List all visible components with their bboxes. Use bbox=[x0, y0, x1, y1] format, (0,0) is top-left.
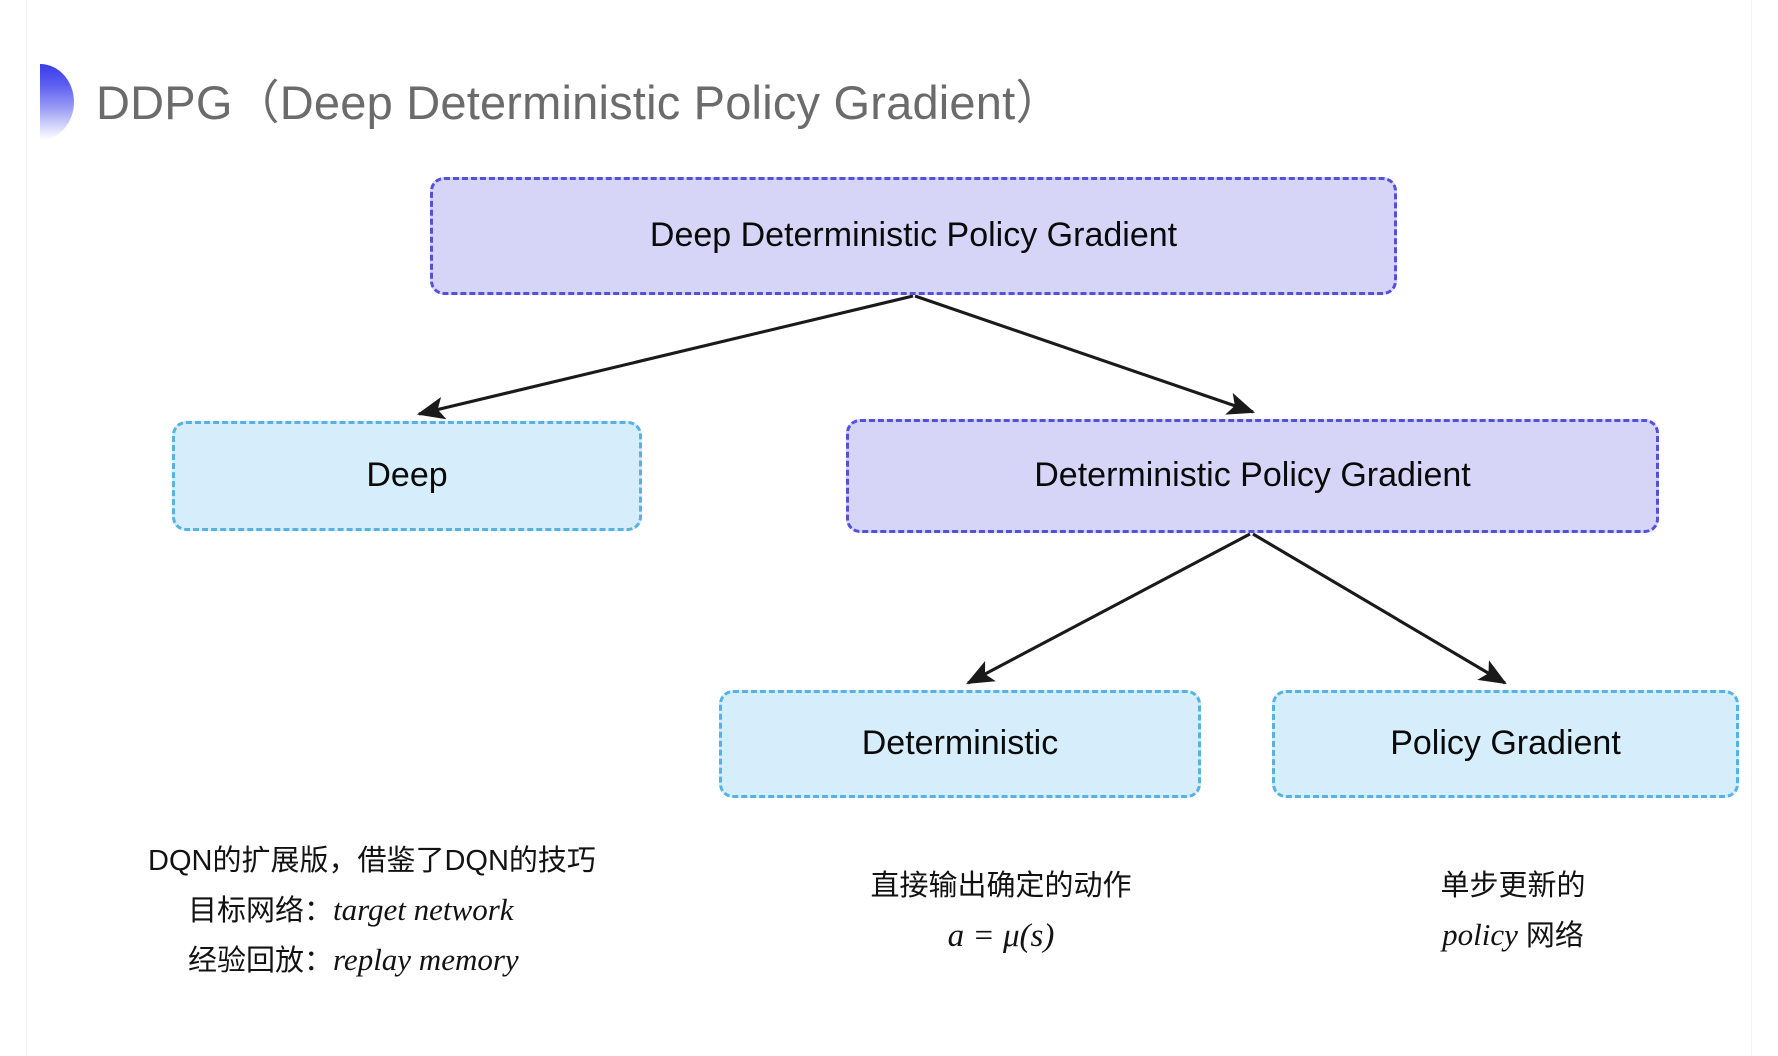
slide-left-margin bbox=[0, 0, 26, 1056]
caption-policy-gradient-suffix: 网络 bbox=[1517, 919, 1584, 952]
caption-deep-line2-term: target network bbox=[333, 891, 514, 927]
caption-deep-line2: 目标网络：target network bbox=[148, 885, 596, 935]
title-bullet-icon bbox=[40, 64, 74, 140]
slide-right-margin bbox=[1752, 0, 1778, 1056]
node-deep-deterministic-policy-gradient[interactable]: Deep Deterministic Policy Gradient bbox=[430, 177, 1397, 295]
caption-policy-gradient-term: policy bbox=[1442, 916, 1518, 952]
caption-deep: DQN的扩展版，借鉴了DQN的技巧 目标网络：target network 经验… bbox=[148, 838, 596, 985]
node-deep[interactable]: Deep bbox=[172, 421, 642, 531]
node-label: Deep Deterministic Policy Gradient bbox=[649, 216, 1178, 255]
caption-deep-line2-label: 目标网络： bbox=[188, 894, 334, 927]
node-label: Deterministic Policy Gradient bbox=[1034, 456, 1471, 495]
edge-dpg-to-deterministic bbox=[966, 532, 1251, 685]
node-label: Deterministic bbox=[861, 724, 1059, 763]
node-label: Policy Gradient bbox=[1390, 724, 1621, 763]
node-deterministic[interactable]: Deterministic bbox=[719, 690, 1201, 798]
page-title: DDPG（Deep Deterministic Policy Gradient） bbox=[96, 75, 1063, 129]
node-policy-gradient[interactable]: Policy Gradient bbox=[1272, 690, 1739, 798]
edge-root-to-deep bbox=[416, 294, 914, 420]
caption-deterministic: 直接输出确定的动作 a = μ(s) bbox=[846, 863, 1156, 963]
caption-deep-line3-label: 经验回放： bbox=[188, 945, 334, 978]
caption-deterministic-line1: 直接输出确定的动作 bbox=[870, 870, 1132, 902]
slide-right-rule bbox=[1751, 0, 1752, 1056]
caption-deterministic-formula: a = μ(s) bbox=[947, 917, 1055, 954]
caption-policy-gradient-line2: policy 网络 bbox=[1395, 910, 1631, 960]
caption-deep-line1: DQN的扩展版，借鉴了DQN的技巧 bbox=[148, 845, 596, 877]
edge-dpg-to-policy-gradient bbox=[1252, 532, 1507, 685]
caption-policy-gradient-line1: 单步更新的 bbox=[1440, 870, 1586, 902]
node-deterministic-policy-gradient[interactable]: Deterministic Policy Gradient bbox=[846, 419, 1659, 533]
slide-title-row: DDPG（Deep Deterministic Policy Gradient） bbox=[40, 64, 1063, 140]
caption-deep-line3-term: replay memory bbox=[333, 942, 519, 978]
slide-left-rule bbox=[26, 0, 27, 1056]
node-label: Deep bbox=[366, 456, 448, 495]
edge-root-to-dpg bbox=[914, 294, 1256, 415]
caption-deep-line3: 经验回放：replay memory bbox=[148, 935, 596, 985]
caption-policy-gradient: 单步更新的 policy 网络 bbox=[1395, 863, 1631, 960]
